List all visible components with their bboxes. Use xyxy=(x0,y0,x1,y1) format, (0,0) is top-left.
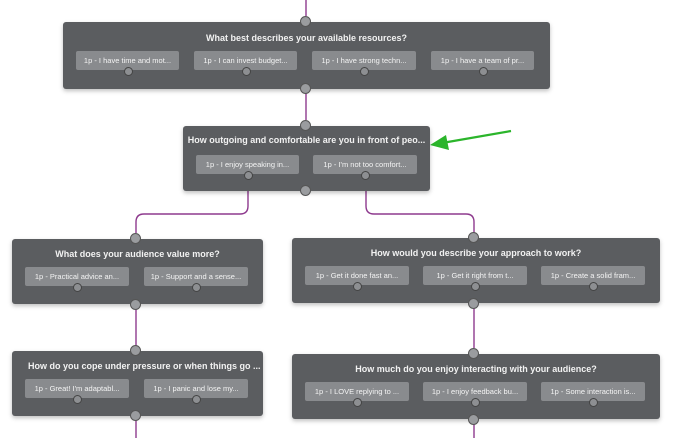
node-output-connector[interactable] xyxy=(300,185,311,196)
node-input-connector[interactable] xyxy=(130,345,141,356)
answer-button[interactable]: 1p - I LOVE replying to ... xyxy=(305,382,409,401)
node-output-connector[interactable] xyxy=(300,83,311,94)
answer-button[interactable]: 1p - Get it done fast an... xyxy=(305,266,409,285)
answer-output-port[interactable] xyxy=(353,282,362,291)
answer-output-port[interactable] xyxy=(244,171,253,180)
answer-output-port[interactable] xyxy=(242,67,251,76)
answer-button[interactable]: 1p - I'm not too comfort... xyxy=(313,155,417,174)
node-output-connector[interactable] xyxy=(130,299,141,310)
answer-button[interactable]: 1p - Support and a sense... xyxy=(144,267,248,286)
node-input-connector[interactable] xyxy=(468,348,479,359)
question-node-outgoing[interactable]: How outgoing and comfortable are you in … xyxy=(183,126,430,191)
question-text: What does your audience value more? xyxy=(55,249,220,259)
question-node-pressure[interactable]: How do you cope under pressure or when t… xyxy=(12,351,263,416)
answer-button[interactable]: 1p - Great! I'm adaptabl... xyxy=(25,379,129,398)
node-input-connector[interactable] xyxy=(130,233,141,244)
answer-button[interactable]: 1p - I have time and mot... xyxy=(76,51,179,70)
answer-button[interactable]: 1p - Create a solid fram... xyxy=(541,266,645,285)
question-text: How do you cope under pressure or when t… xyxy=(28,361,261,371)
answer-output-port[interactable] xyxy=(471,282,480,291)
answer-output-port[interactable] xyxy=(471,398,480,407)
answer-output-port[interactable] xyxy=(192,283,201,292)
answer-output-port[interactable] xyxy=(73,283,82,292)
answer-button[interactable]: 1p - Get it right from t... xyxy=(423,266,527,285)
question-node-audience-value[interactable]: What does your audience value more? 1p -… xyxy=(12,239,263,304)
answer-output-port[interactable] xyxy=(124,67,133,76)
green-arrow-annotation xyxy=(430,129,512,150)
answer-output-port[interactable] xyxy=(192,395,201,404)
question-node-resources[interactable]: What best describes your available resou… xyxy=(63,22,550,89)
answer-output-port[interactable] xyxy=(589,398,598,407)
answer-button[interactable]: 1p - I enjoy speaking in... xyxy=(196,155,299,174)
question-node-approach[interactable]: How would you describe your approach to … xyxy=(292,238,660,303)
answer-button[interactable]: 1p - I enjoy feedback bu... xyxy=(423,382,527,401)
question-text: How would you describe your approach to … xyxy=(370,248,582,258)
node-input-connector[interactable] xyxy=(300,16,311,27)
answer-output-port[interactable] xyxy=(589,282,598,291)
answer-button[interactable]: 1p - I have a team of pr... xyxy=(431,51,534,70)
answer-button[interactable]: 1p - I panic and lose my... xyxy=(144,379,248,398)
node-input-connector[interactable] xyxy=(468,232,479,243)
question-text: How much do you enjoy interacting with y… xyxy=(355,364,597,374)
answer-output-port[interactable] xyxy=(479,67,488,76)
answer-button[interactable]: 1p - Practical advice an... xyxy=(25,267,129,286)
node-input-connector[interactable] xyxy=(300,120,311,131)
answer-button[interactable]: 1p - Some interaction is... xyxy=(541,382,645,401)
answer-button[interactable]: 1p - I can invest budget... xyxy=(194,51,297,70)
answer-output-port[interactable] xyxy=(360,67,369,76)
question-text: How outgoing and comfortable are you in … xyxy=(187,135,426,145)
answer-output-port[interactable] xyxy=(353,398,362,407)
node-output-connector[interactable] xyxy=(468,414,479,425)
node-output-connector[interactable] xyxy=(468,298,479,309)
question-text: What best describes your available resou… xyxy=(205,33,408,43)
answer-button[interactable]: 1p - I have strong techn... xyxy=(312,51,416,70)
node-output-connector[interactable] xyxy=(130,410,141,421)
answer-output-port[interactable] xyxy=(361,171,370,180)
answer-output-port[interactable] xyxy=(73,395,82,404)
question-node-interacting[interactable]: How much do you enjoy interacting with y… xyxy=(292,354,660,419)
